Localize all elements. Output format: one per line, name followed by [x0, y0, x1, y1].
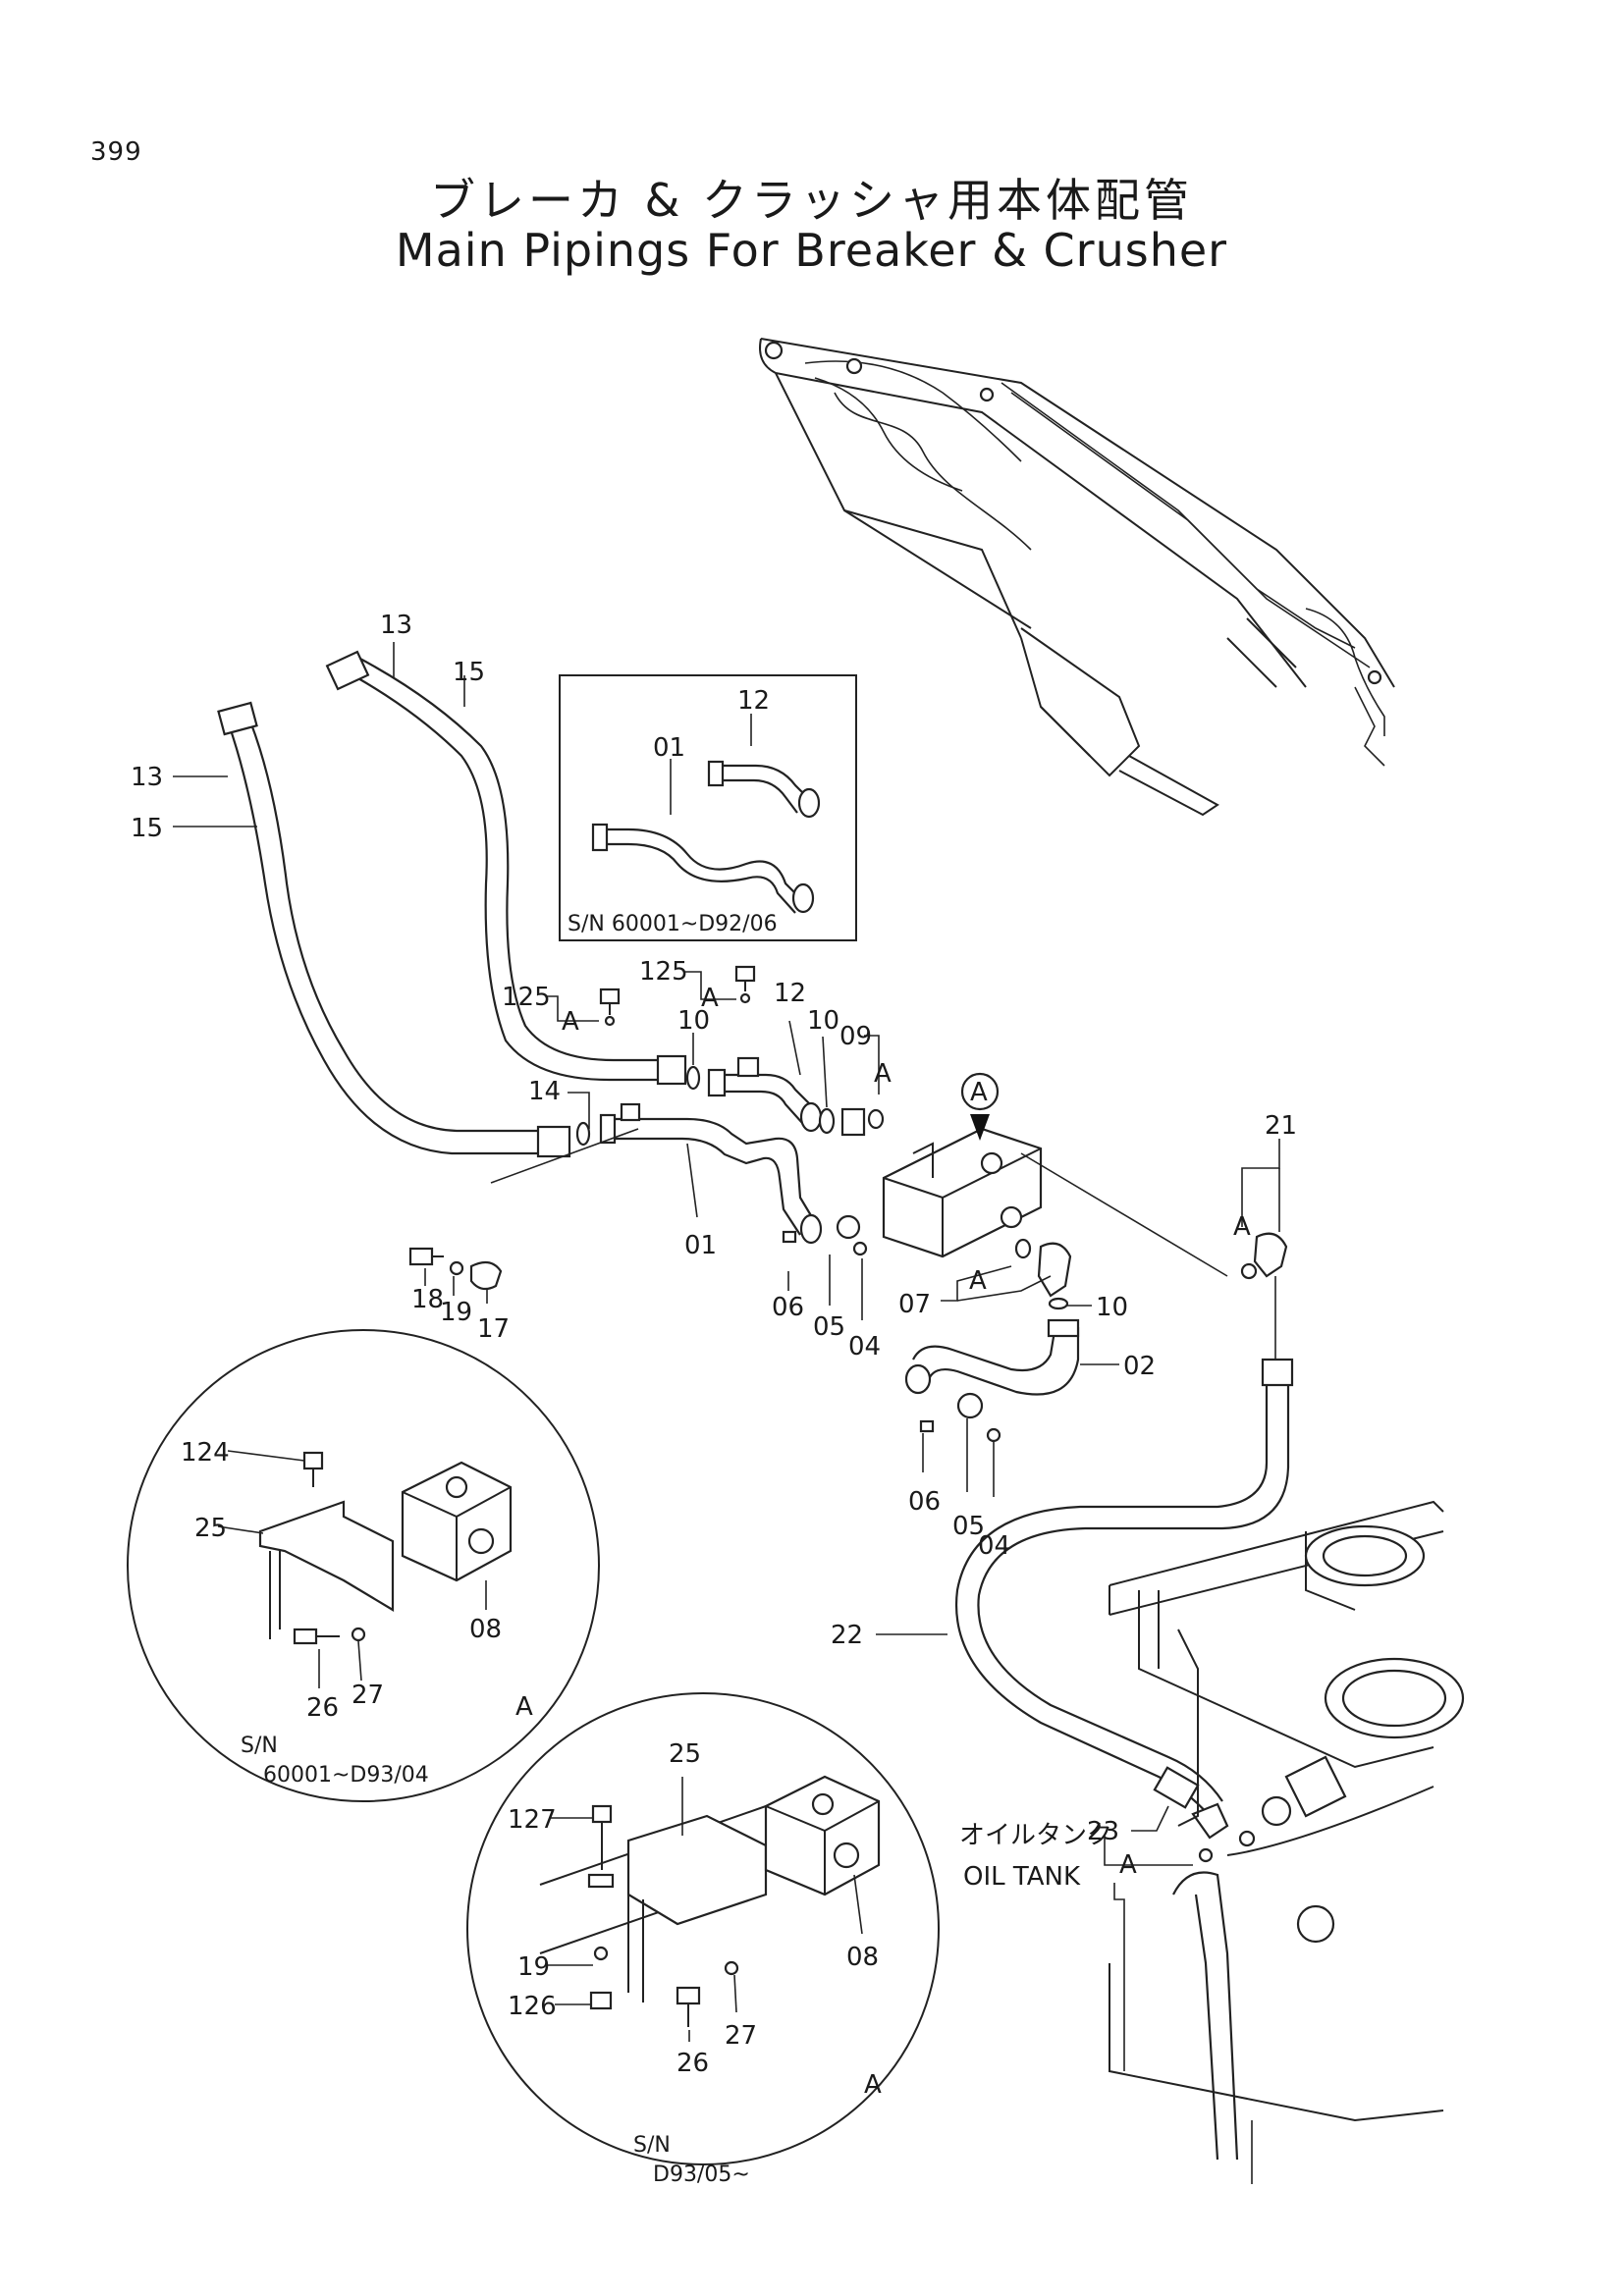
callout-15-left: 15: [131, 814, 163, 843]
callout-01: 01: [684, 1231, 717, 1260]
callout-14: 14: [528, 1077, 561, 1106]
callout-19: 19: [440, 1298, 472, 1327]
callout-125-right: 125: [639, 957, 688, 987]
oil-tank-illustration: [1109, 1500, 1465, 2184]
callout-labels: 13 15 13 15 12 01 125 A 125 A 10 12 10 0…: [131, 611, 1297, 2078]
callout-26-a: 26: [306, 1693, 339, 1723]
callout-124: 124: [181, 1438, 230, 1468]
callout-18: 18: [411, 1285, 444, 1314]
callout-13-left: 13: [131, 763, 163, 792]
callout-10-c: 10: [1096, 1293, 1128, 1322]
callout-02: 02: [1123, 1352, 1156, 1381]
callout-27-a: 27: [352, 1681, 384, 1710]
detail-a2-view-label: A: [864, 2070, 882, 2100]
callout-a-23: A: [1119, 1850, 1137, 1880]
callout-01-inset: 01: [653, 733, 685, 763]
callout-25-a: 25: [194, 1514, 227, 1543]
callout-15-top: 15: [453, 658, 485, 687]
oil-tank-label-en: OIL TANK: [963, 1862, 1081, 1892]
callout-05-b: 05: [952, 1512, 985, 1541]
callout-07: 07: [898, 1290, 931, 1319]
callout-06-a: 06: [772, 1293, 804, 1322]
callout-09: 09: [839, 1022, 872, 1051]
valve-block: A: [490, 1072, 1228, 1277]
callout-27-b: 27: [725, 2021, 757, 2051]
inset-serial-text: S/N 60001~D92/06: [568, 912, 778, 936]
detail-view-a-late: S/N D93/05~ A: [466, 1692, 940, 2187]
callout-127: 127: [508, 1805, 557, 1835]
callout-06-b: 06: [908, 1487, 941, 1517]
detail-a2-sn-range: D93/05~: [653, 2163, 750, 2187]
callout-125-left: 125: [502, 983, 551, 1012]
hose-assembly-left: [217, 650, 687, 1158]
callout-08-a: 08: [469, 1615, 502, 1644]
callout-126: 126: [508, 1992, 557, 2021]
callout-22: 22: [831, 1621, 863, 1650]
callout-05-a: 05: [813, 1312, 845, 1342]
callout-a-left: A: [562, 1007, 579, 1037]
callout-17: 17: [477, 1314, 510, 1344]
oil-tank-label-jp: オイルタンク: [959, 1821, 1112, 1850]
view-a-marker: A: [970, 1078, 988, 1107]
callout-10-b: 10: [807, 1006, 839, 1036]
detail-a2-sn-label: S/N: [633, 2133, 671, 2158]
title-english: Main Pipings For Breaker & Crusher: [395, 224, 1228, 277]
callout-26-b: 26: [676, 2049, 709, 2078]
inset-early-serial: S/N 60001~D92/06: [559, 674, 857, 941]
clamp-parts-left: [408, 1247, 503, 1291]
callout-23: 23: [1087, 1817, 1119, 1846]
detail-a1-view-label: A: [515, 1692, 533, 1722]
callout-a-right: A: [701, 984, 719, 1013]
callout-a-21: A: [1233, 1212, 1251, 1242]
leader-lines: [173, 642, 1280, 2071]
detail-a1-sn-range: 60001~D93/04: [263, 1763, 429, 1788]
callout-12-inset: 12: [737, 686, 770, 716]
callout-13-top: 13: [380, 611, 412, 640]
callout-25-b: 25: [669, 1739, 701, 1769]
callout-a-07: A: [969, 1266, 987, 1296]
title-japanese: ブレーカ & クラッシャ用本体配管: [429, 174, 1194, 227]
callout-19-b: 19: [517, 1952, 550, 1982]
callout-12: 12: [774, 979, 806, 1008]
return-hose-22: [955, 1232, 1294, 1863]
callout-04-a: 04: [848, 1332, 881, 1362]
callout-08-b: 08: [846, 1943, 879, 1972]
callout-10-a: 10: [677, 1006, 710, 1036]
callout-21: 21: [1265, 1111, 1297, 1141]
tube-assembly-center: [575, 965, 885, 1245]
detail-view-a-early: S/N 60001~D93/04 A: [127, 1329, 600, 1802]
callout-a-09: A: [874, 1059, 892, 1089]
page-number: 399: [90, 137, 142, 167]
detail-a1-sn-label: S/N: [241, 1734, 278, 1758]
excavator-boom-illustration: [759, 338, 1395, 817]
callout-04-b: 04: [978, 1531, 1010, 1561]
